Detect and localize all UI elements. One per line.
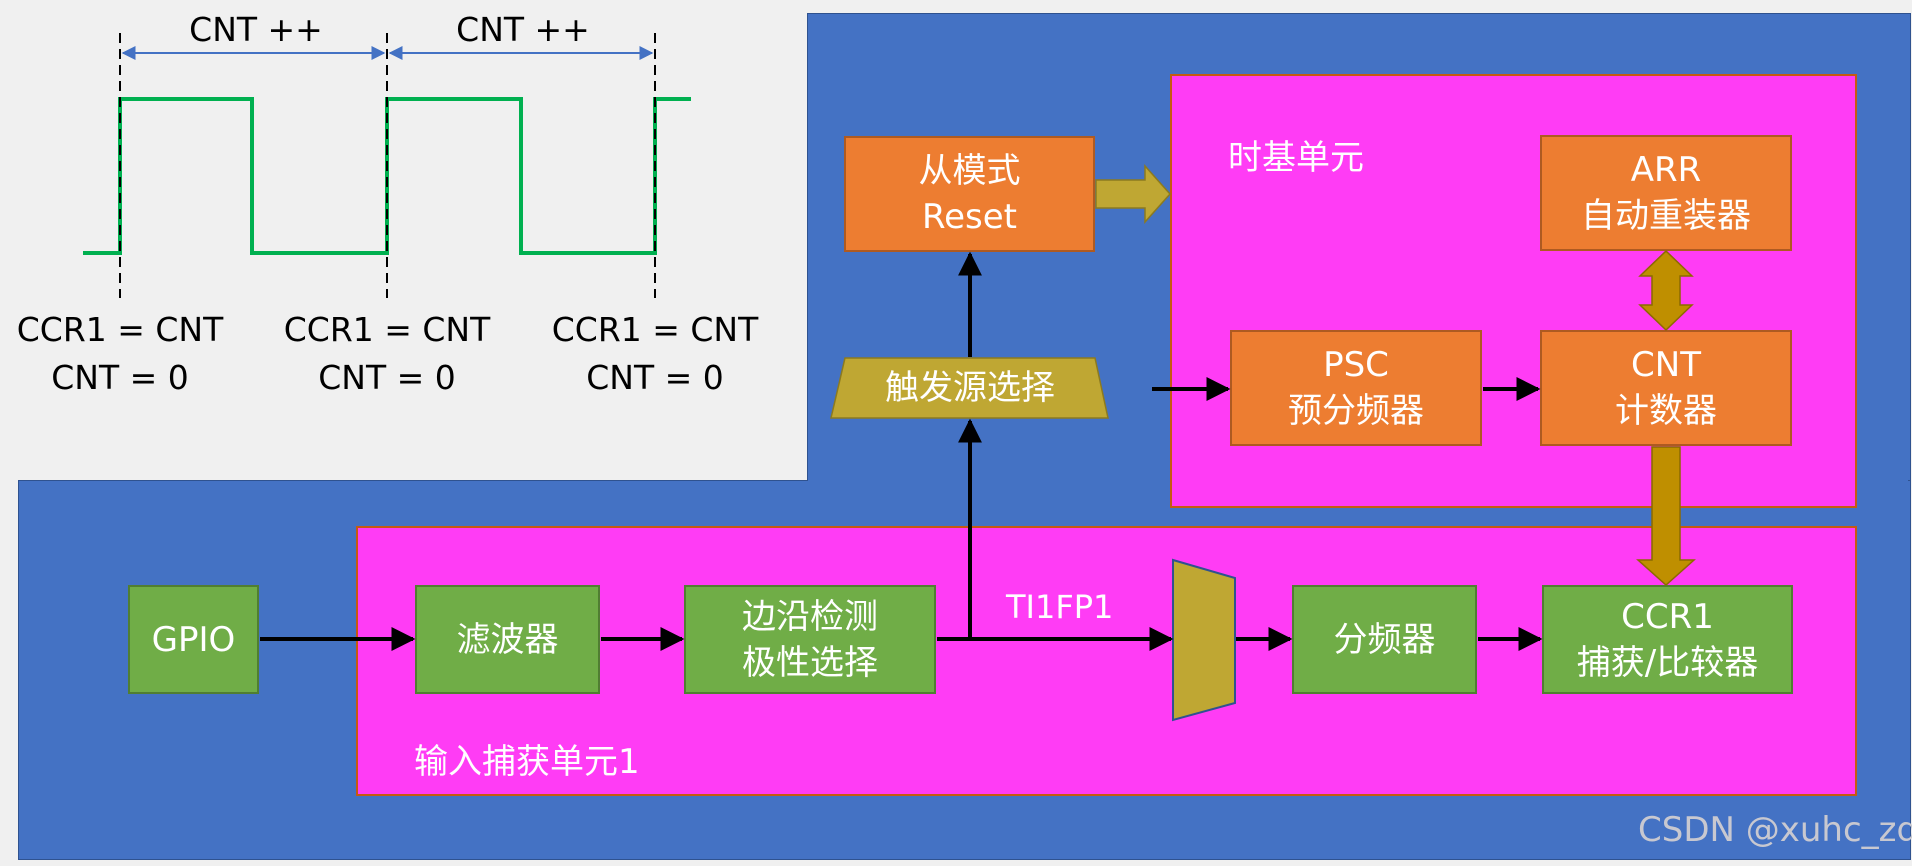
arr-block: ARR 自动重装器 (1540, 135, 1792, 251)
gpio-label: GPIO (151, 619, 236, 660)
capture-reset-text-1: CNT = 0 (51, 358, 189, 397)
edge-polarity-block: 边沿检测 极性选择 (684, 585, 936, 694)
cnt-block: CNT 计数器 (1540, 330, 1792, 446)
ccr1-sublabel: 捕获/比较器 (1576, 642, 1759, 683)
arr-label: ARR (1630, 150, 1702, 190)
edge-label: 边沿检测 (742, 596, 878, 637)
time-base-title: 时基单元 (1228, 138, 1364, 178)
capture-label-3: CCR1 = CNT CNT = 0 (535, 306, 775, 402)
ccr1-block: CCR1 捕获/比较器 (1542, 585, 1793, 694)
slave-mode-block: 从模式 Reset (844, 136, 1095, 252)
capture-reset-text-2: CNT = 0 (318, 358, 456, 397)
arr-cnt-double-arrow (1638, 249, 1694, 332)
filter-block: 滤波器 (415, 585, 600, 694)
trigger-select-block: 触发源选择 (845, 358, 1095, 418)
capture-ccr-text-2: CCR1 = CNT (283, 310, 491, 349)
capture-reset-text-3: CNT = 0 (586, 358, 724, 397)
watermark: CSDN @xuhc_zd (1638, 810, 1912, 850)
trigger-select-label: 触发源选择 (885, 368, 1055, 408)
divider-block: 分频器 (1292, 585, 1477, 694)
trigger-select-shape (830, 357, 1109, 419)
capture-ccr-text-3: CCR1 = CNT (551, 310, 759, 349)
cnt-sublabel: 计数器 (1615, 391, 1717, 431)
capture-label-2: CCR1 = CNT CNT = 0 (267, 306, 507, 402)
arr-sublabel: 自动重装器 (1581, 196, 1751, 236)
psc-sublabel: 预分频器 (1288, 391, 1424, 431)
ti1fp1-label: TI1FP1 (1006, 588, 1114, 626)
slave-mode-label: 从模式 (918, 151, 1021, 191)
capture-ccr-text-1: CCR1 = CNT (16, 310, 224, 349)
psc-label: PSC (1323, 345, 1389, 385)
polarity-label: 极性选择 (742, 642, 878, 683)
cnt-ccr1-arrow (1636, 446, 1696, 587)
cnt-label: CNT (1631, 345, 1701, 385)
slave-mode-sublabel: Reset (922, 197, 1017, 237)
slave-to-timebase-arrow (1095, 164, 1172, 224)
cnt-increment-label-1: CNT ++ (189, 10, 323, 49)
mux-shape (1172, 558, 1236, 722)
divider-label: 分频器 (1333, 619, 1436, 660)
cnt-increment-label-2: CNT ++ (456, 10, 590, 49)
gpio-block: GPIO (128, 585, 259, 694)
input-capture-title: 输入捕获单元1 (414, 742, 640, 782)
filter-label: 滤波器 (456, 619, 559, 660)
psc-block: PSC 预分频器 (1230, 330, 1482, 446)
ccr1-label: CCR1 (1621, 596, 1714, 637)
capture-label-1: CCR1 = CNT CNT = 0 (0, 306, 240, 402)
